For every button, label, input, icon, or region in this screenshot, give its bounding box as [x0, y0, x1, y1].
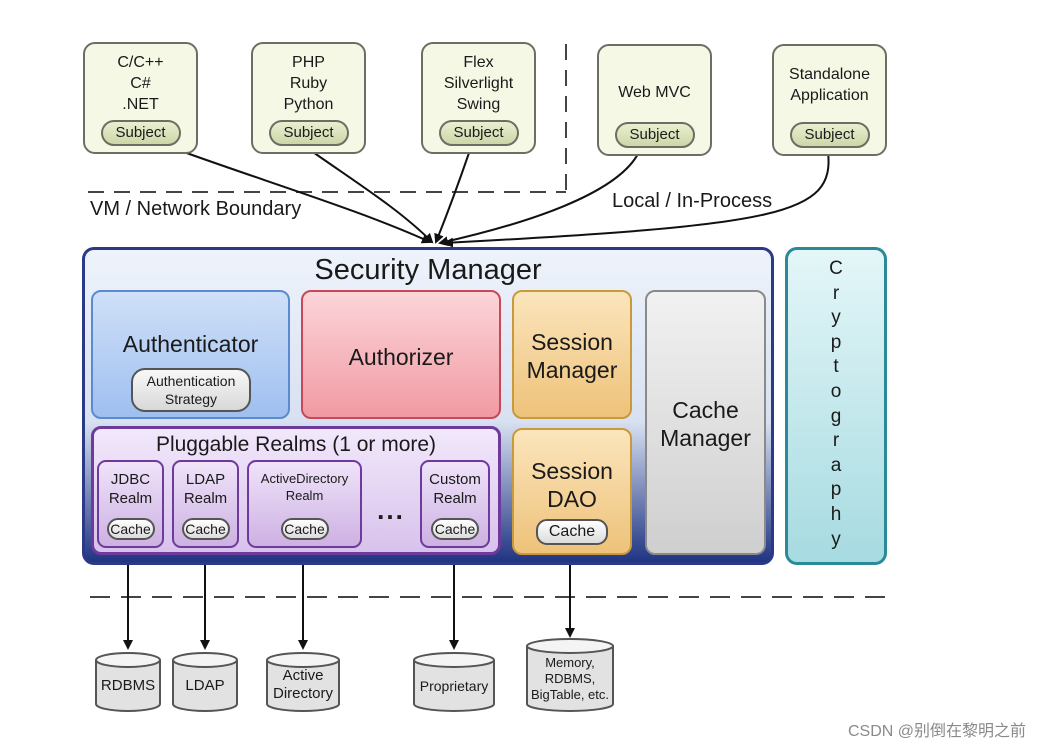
realm-line: Custom — [429, 471, 481, 488]
subject-pill: Subject — [614, 122, 695, 148]
realm-cache-pill: Cache — [106, 518, 155, 540]
client-box-standalone: Standalone Application Subject — [772, 44, 887, 156]
client-line: Silverlight — [443, 75, 514, 92]
security-manager-title: Security Manager — [314, 254, 542, 286]
client-line: Application — [790, 87, 869, 104]
crypto-letter: y — [831, 528, 841, 550]
authorizer-title: Authorizer — [348, 344, 454, 370]
crypto-letter: y — [831, 307, 841, 329]
session-dao-line: DAO — [547, 486, 597, 512]
session-manager-line: Manager — [526, 357, 618, 383]
client-line: Swing — [456, 96, 501, 113]
vm-network-boundary-label: VM / Network Boundary — [90, 198, 302, 220]
client-line: PHP — [292, 54, 325, 71]
db-active-directory-cylinder — [266, 652, 340, 712]
strategy-line: Strategy — [164, 391, 218, 407]
client-box-web-mvc: Web MVC Subject — [597, 44, 712, 156]
client-line: Standalone — [789, 66, 870, 83]
client-line: C# — [130, 75, 151, 92]
db-memory-cylinder — [526, 638, 614, 712]
realm-custom: Custom Realm Cache — [420, 460, 490, 548]
subject-pill: Subject — [100, 120, 181, 146]
arrow-client-3 — [434, 149, 471, 244]
client-box-dotnet: C/C++ C# .NET Subject — [83, 42, 198, 154]
cryptography-panel — [785, 247, 887, 565]
client-line: Flex — [463, 54, 494, 71]
session-manager-line: Session — [531, 329, 613, 355]
arrow-client-4 — [438, 149, 641, 247]
client-line: Python — [283, 96, 334, 113]
authenticator-panel: Authenticator Authentication Strategy — [91, 290, 290, 419]
client-line: C/C++ — [117, 54, 164, 71]
crypto-letter: h — [830, 503, 842, 525]
authentication-strategy-pill: Authentication Strategy — [131, 368, 251, 412]
crypto-letter: t — [833, 356, 839, 378]
authorizer-panel: Authorizer — [301, 290, 501, 419]
realm-line: Realm — [285, 488, 324, 503]
client-line: .NET — [122, 96, 159, 113]
realm-line: ActiveDirectory — [260, 471, 349, 486]
authenticator-title: Authenticator — [122, 331, 259, 357]
crypto-letter: r — [832, 430, 840, 452]
db-proprietary-label: Proprietary — [419, 678, 489, 694]
cache-manager-line: Manager — [660, 425, 751, 451]
cryptography-label: C r y p t o g r a p h y — [785, 257, 887, 552]
cache-manager-title: Cache Manager — [647, 396, 764, 452]
realms-ellipsis: ... — [377, 495, 405, 525]
crypto-letter: g — [830, 405, 842, 427]
db-rdbms-label: RDBMS — [100, 677, 156, 694]
db-label-line: RDBMS, — [544, 671, 596, 686]
db-memory-label: Memory, RDBMS, BigTable, etc. — [524, 655, 616, 703]
realm-line: Realm — [433, 490, 477, 507]
realm-cache-pill: Cache — [280, 518, 329, 540]
cache-manager-panel: Cache Manager — [645, 290, 766, 555]
session-dao-panel: Session DAO Cache — [512, 428, 632, 555]
realm-cache-pill: Cache — [181, 518, 230, 540]
realm-cache-pill: Cache — [431, 518, 479, 540]
realm-line: Realm — [183, 490, 228, 507]
client-box-rich-ui: Flex Silverlight Swing Subject — [421, 42, 536, 154]
client-line: Ruby — [289, 75, 328, 92]
db-ldap-label: LDAP — [185, 677, 225, 694]
session-dao-cache-pill: Cache — [536, 519, 608, 545]
db-proprietary-cylinder — [413, 652, 495, 712]
client-line: Web MVC — [618, 84, 691, 101]
crypto-letter: p — [830, 331, 842, 353]
realm-jdbc: JDBC Realm Cache — [97, 460, 164, 548]
subject-pill: Subject — [438, 120, 519, 146]
crypto-letter: C — [829, 258, 843, 279]
realm-line: LDAP — [185, 471, 226, 488]
arrow-client-1 — [169, 146, 432, 244]
arrow-client-2 — [309, 149, 434, 244]
crypto-letter: r — [832, 282, 840, 304]
realm-line: Realm — [108, 490, 153, 507]
watermark: CSDN @别倒在黎明之前 — [847, 723, 1026, 740]
local-in-process-label: Local / In-Process — [612, 190, 773, 212]
db-ldap-cylinder — [172, 652, 238, 712]
db-label-line: Memory, — [545, 655, 595, 670]
cache-manager-line: Cache — [672, 397, 739, 423]
db-label-line: Directory — [272, 685, 333, 702]
db-label-line: BigTable, etc. — [530, 687, 610, 702]
session-dao-title: Session DAO — [514, 457, 630, 513]
subject-pill: Subject — [268, 120, 349, 146]
realm-ldap: LDAP Realm Cache — [172, 460, 239, 548]
pluggable-realms-title: Pluggable Realms (1 or more) — [155, 433, 437, 456]
subject-pill: Subject — [789, 122, 870, 148]
arrow-client-5 — [443, 151, 830, 248]
session-manager-title: Session Manager — [514, 328, 630, 384]
crypto-letter: p — [830, 479, 842, 501]
client-box-scripting: PHP Ruby Python Subject — [251, 42, 366, 154]
crypto-letter: a — [830, 454, 842, 476]
session-manager-panel: Session Manager — [512, 290, 632, 419]
realm-line: JDBC — [110, 471, 151, 488]
crypto-letter: o — [830, 380, 842, 402]
strategy-line: Authentication — [146, 373, 236, 389]
session-dao-line: Session — [531, 458, 613, 484]
realm-active-directory: ActiveDirectory Realm Cache — [247, 460, 362, 548]
db-active-directory-label: Active Directory — [267, 667, 339, 703]
db-label-line: Active — [282, 667, 324, 684]
db-rdbms-cylinder — [95, 652, 161, 712]
